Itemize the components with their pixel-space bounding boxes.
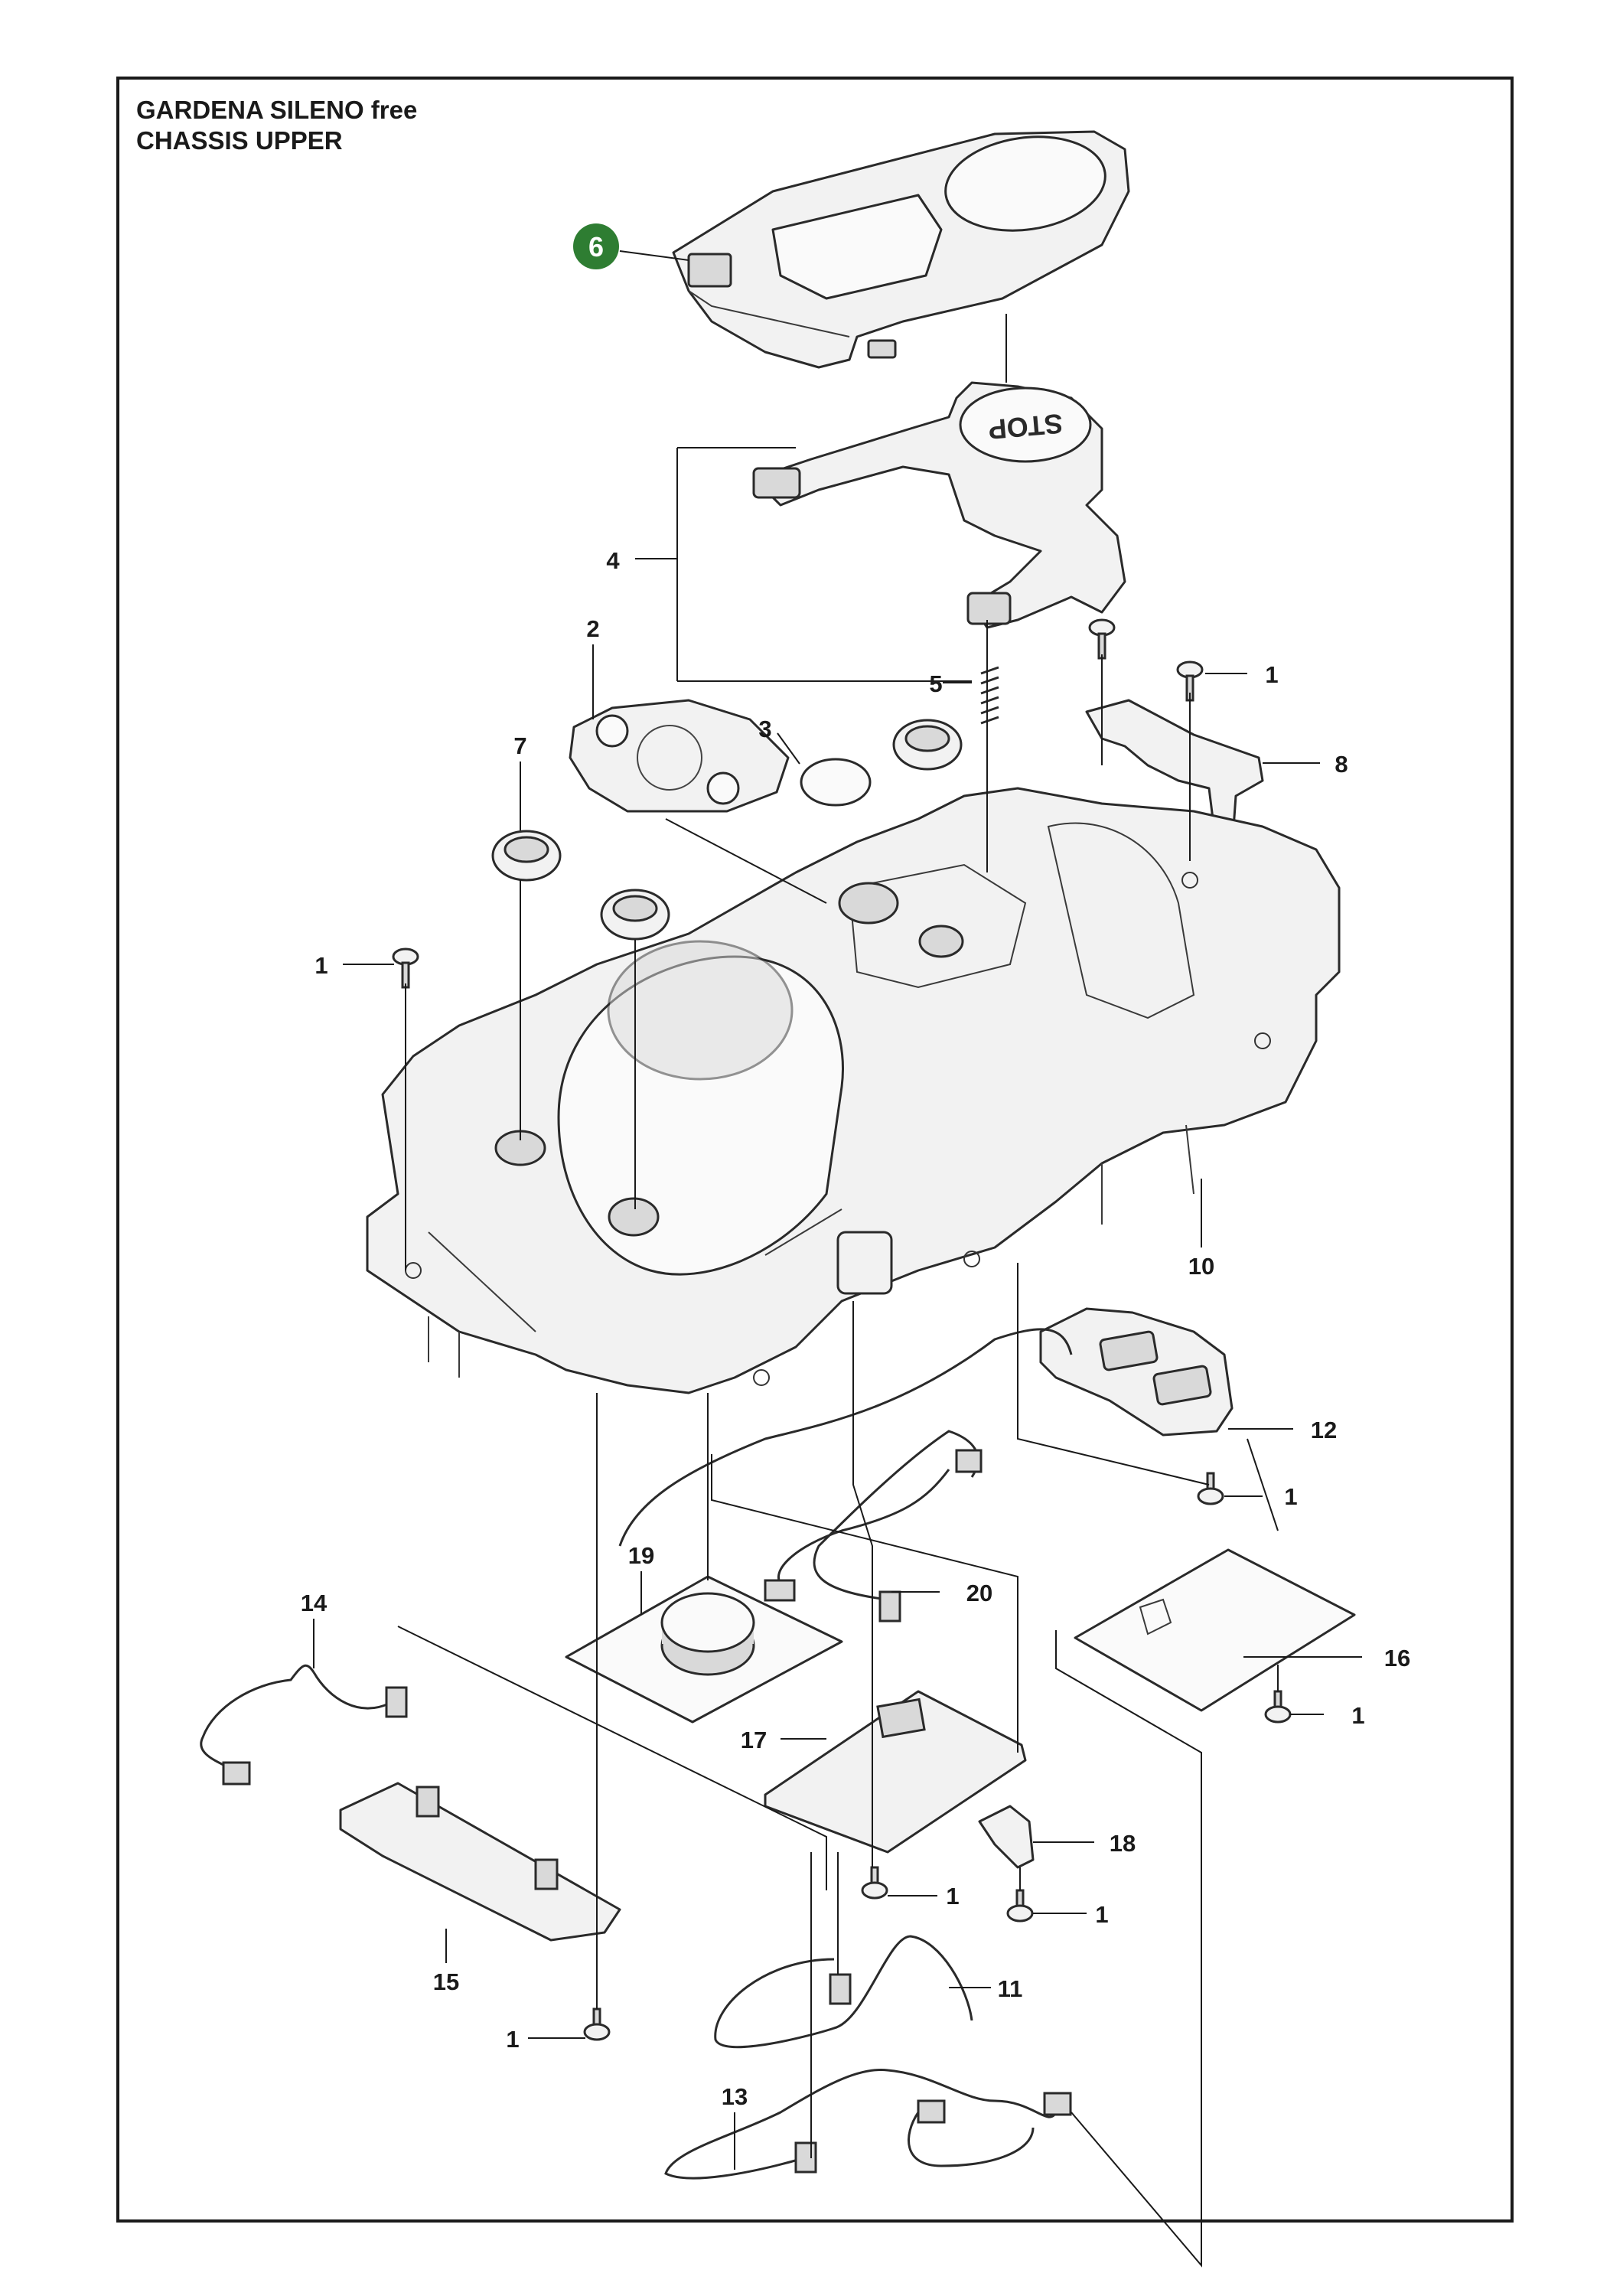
callout-4[interactable]: 4 [606, 547, 620, 574]
part-3-round-seal[interactable] [800, 758, 872, 807]
part-16-plate[interactable] [1074, 1548, 1356, 1712]
part-5-spring[interactable] [980, 666, 999, 725]
part-20-cable[interactable] [618, 1328, 1073, 1623]
part-1-screws[interactable] [392, 618, 1292, 2041]
callout-18[interactable]: 18 [1110, 1830, 1136, 1857]
diagram-frame [116, 77, 1514, 2223]
callout-6-badge [573, 223, 619, 269]
callout-2[interactable]: 2 [586, 615, 599, 642]
assembly-guide-lines [397, 314, 1279, 2268]
callout-1e[interactable]: 1 [946, 1883, 959, 1910]
callout-16[interactable]: 16 [1384, 1645, 1410, 1671]
diagram-title: GARDENA SILENO free CHASSIS UPPER [136, 95, 417, 156]
callout-3[interactable]: 3 [758, 716, 771, 742]
callout-13[interactable]: 13 [722, 2083, 748, 2110]
callout-labels: 6 4 2 5 1 3 7 8 1 10 12 1 19 20 14 16 1 … [301, 223, 1410, 2110]
part-14-cable[interactable] [200, 1664, 408, 1786]
callout-8[interactable]: 8 [1335, 751, 1348, 778]
part-7-rubber-plugs[interactable] [491, 719, 963, 941]
callout-1c[interactable]: 1 [1284, 1483, 1297, 1510]
callout-15[interactable]: 15 [433, 1968, 459, 1995]
callout-17[interactable]: 17 [741, 1727, 767, 1753]
callout-1b[interactable]: 1 [314, 952, 328, 979]
callout-1f[interactable]: 1 [1095, 1901, 1108, 1928]
part-10-upper-chassis[interactable] [366, 787, 1341, 1394]
stop-button-label: STOP [987, 408, 1064, 445]
callout-11[interactable]: 11 [998, 1975, 1023, 2002]
callout-1g[interactable]: 1 [506, 2026, 519, 2053]
callout-20[interactable]: 20 [966, 1580, 992, 1606]
part-6-top-cover[interactable] [672, 127, 1130, 369]
callout-5[interactable]: 5 [929, 670, 942, 697]
callout-leaders [313, 250, 1362, 2170]
model-name: GARDENA SILENO free [136, 96, 418, 124]
part-15-side-pcb[interactable] [339, 1782, 621, 1942]
callout-6[interactable]: 6 [588, 231, 604, 263]
part-18-clip[interactable] [978, 1805, 1035, 1869]
callout-1d[interactable]: 1 [1351, 1702, 1364, 1729]
part-12-rear-housing[interactable] [1039, 1307, 1234, 1437]
callout-12[interactable]: 12 [1311, 1417, 1337, 1443]
part-4-stop-button-assembly[interactable]: STOP [752, 381, 1126, 629]
callout-1a[interactable]: 1 [1265, 661, 1278, 688]
callout-19[interactable]: 19 [628, 1542, 654, 1569]
callout-7[interactable]: 7 [513, 732, 526, 759]
callout-14[interactable]: 14 [301, 1590, 328, 1616]
callout-10[interactable]: 10 [1188, 1253, 1214, 1280]
part-11-cable[interactable] [714, 1935, 973, 2049]
part-13-cable[interactable] [664, 2068, 1072, 2180]
part-19-sensor-plate[interactable] [565, 1575, 843, 1724]
assembly-name: CHASSIS UPPER [136, 126, 343, 155]
part-2-keypad-overlay[interactable] [569, 699, 790, 813]
